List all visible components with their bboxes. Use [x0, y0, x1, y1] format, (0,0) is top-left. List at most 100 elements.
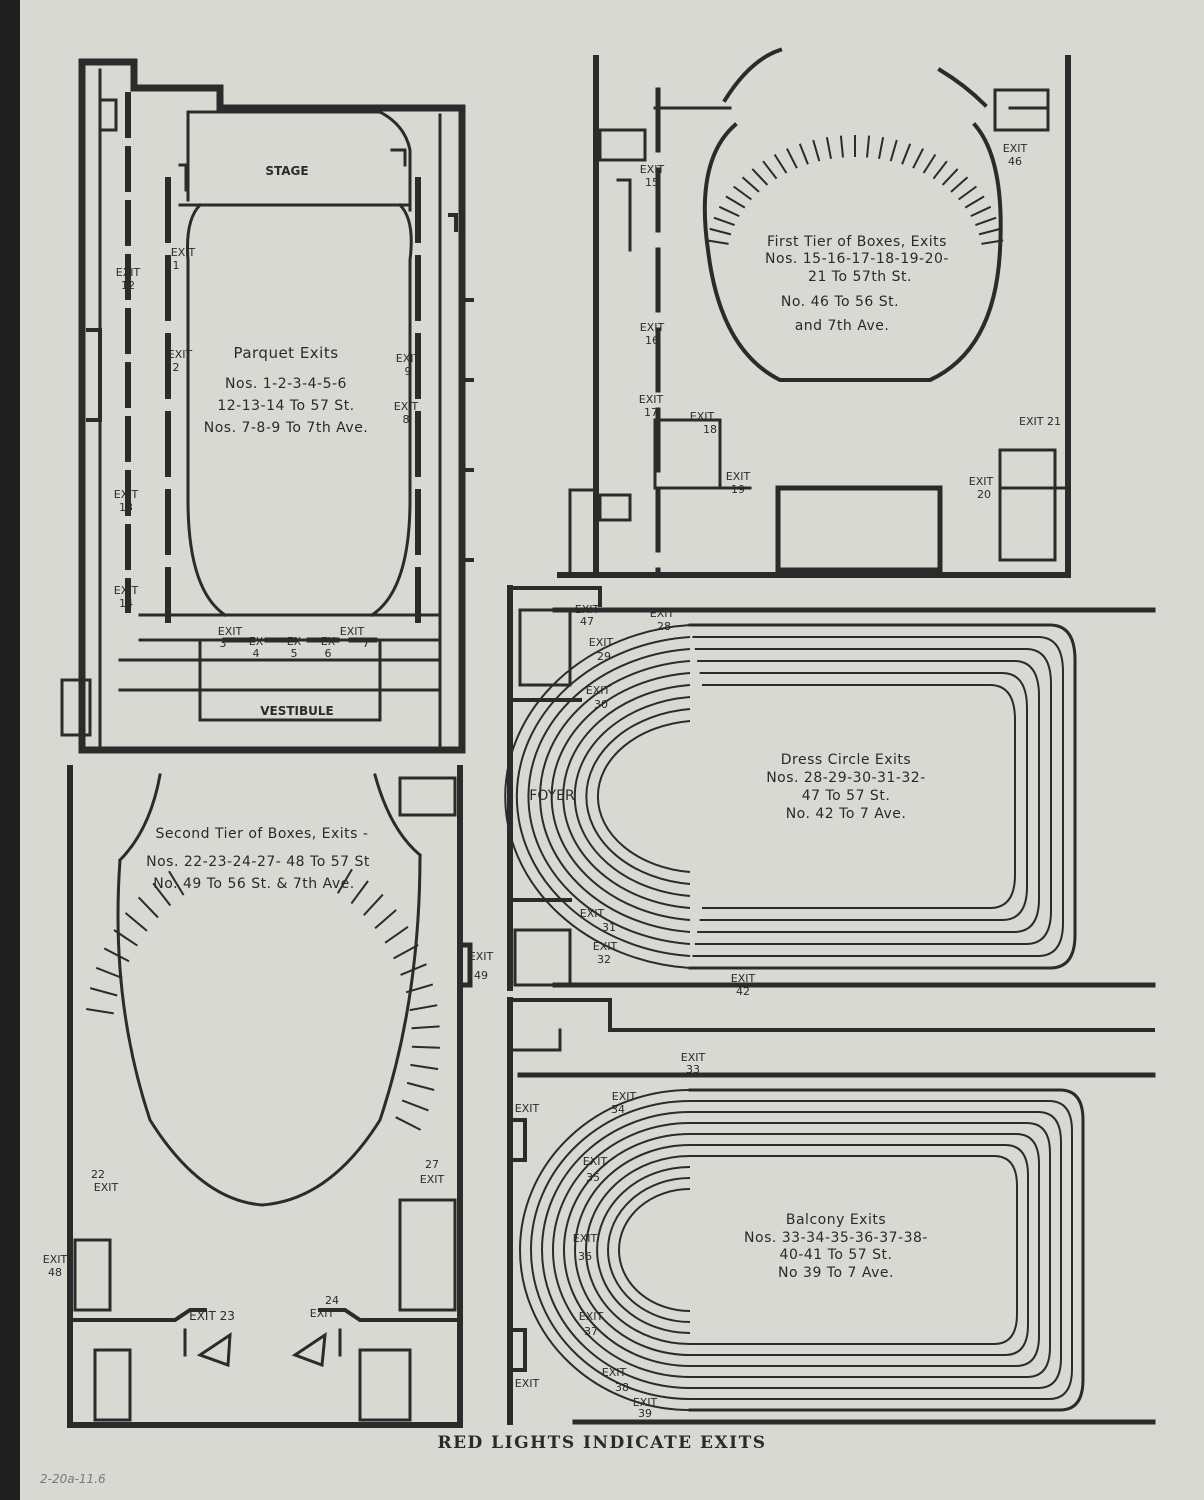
first-tier-box-divider — [964, 195, 985, 209]
balcony-curve-row — [519, 1089, 691, 1411]
balcony-seat-row — [690, 1155, 1018, 1345]
dress-circle-exits-notice: Dress Circle Exits Nos. 28-29-30-31-32- … — [766, 752, 925, 822]
first-tier-box-divider — [878, 137, 885, 159]
first-tier-exits-notice: First Tier of Boxes, Exits Nos. 15-16-17… — [765, 234, 948, 334]
second-tier-box-divider — [152, 882, 172, 907]
first-tier-box-divider — [741, 176, 760, 193]
vestibule-label: VESTIBULE — [260, 704, 334, 718]
first-tier-box-divider — [786, 148, 798, 169]
first-tier-box-divider — [713, 216, 735, 227]
dress-circle-curve-row — [539, 660, 691, 933]
stage-label: STAGE — [265, 164, 308, 178]
first-tier-box-divider — [718, 205, 740, 218]
first-tier-box-divider — [981, 239, 1004, 245]
second-tier-box-divider — [384, 925, 409, 944]
second-tier-exits-notice: Second Tier of Boxes, Exits - Nos. 22-23… — [146, 826, 369, 892]
svg-text:Nos. 7-8-9 To 7th Ave.: Nos. 7-8-9 To 7th Ave. — [204, 420, 369, 436]
second-tier-inner-curve — [116, 854, 422, 1207]
dress-circle-curve-row — [504, 624, 691, 969]
first-tier-box-divider — [839, 135, 844, 158]
dress-circle-curve-row — [596, 720, 691, 873]
svg-text:12-13-14 To 57 St.: 12-13-14 To 57 St. — [217, 398, 354, 414]
svg-text:No 39 To 7 Ave.: No 39 To 7 Ave. — [778, 1265, 894, 1281]
svg-text:Nos. 1-2-3-4-5-6: Nos. 1-2-3-4-5-6 — [225, 376, 347, 392]
dress-circle-seat-row — [697, 660, 1040, 933]
svg-text:Dress Circle Exits: Dress Circle Exits — [781, 752, 911, 768]
first-tier-box-divider — [798, 143, 809, 165]
second-tier-box-divider — [411, 1025, 440, 1030]
second-tier-box-divider — [374, 909, 397, 930]
balcony-curve-row — [574, 1144, 691, 1356]
second-tier-box-divider — [124, 912, 148, 932]
dress-circle-curve-row — [527, 648, 691, 945]
first-tier-box-divider — [773, 153, 788, 174]
second-tier-box-divider — [411, 1045, 440, 1049]
exit-23-label: EXIT 23 — [189, 1309, 235, 1323]
dress-circle-seat-row — [699, 672, 1028, 921]
balcony-seat-row — [690, 1111, 1062, 1389]
dress-circle-seat-row — [694, 648, 1052, 945]
balcony-seat-row — [690, 1144, 1029, 1356]
first-tier-box-divider — [970, 205, 992, 218]
first-tier-box-divider — [932, 160, 948, 180]
balcony-exits-notice: Balcony Exits Nos. 33-34-35-36-37-38- 40… — [744, 1212, 927, 1281]
svg-text:No. 42 To 7 Ave.: No. 42 To 7 Ave. — [786, 806, 907, 822]
first-tier-box-divider — [706, 239, 729, 245]
svg-text:Second Tier of Boxes, Exits -: Second Tier of Boxes, Exits - — [156, 826, 369, 842]
balcony-curve-row — [596, 1166, 691, 1334]
balcony-curve-row — [607, 1177, 691, 1323]
second-tier-box-divider — [393, 944, 419, 960]
svg-text:Balcony Exits: Balcony Exits — [786, 1212, 886, 1228]
second-tier-box-divider — [406, 1081, 435, 1091]
first-tier-box-divider — [978, 227, 1001, 236]
balcony-curve-row — [585, 1155, 691, 1345]
second-tier-plan — [67, 765, 473, 1428]
first-tier-box-divider — [733, 185, 752, 201]
second-tier-box-divider — [409, 1004, 438, 1012]
balcony-curve-row — [530, 1100, 691, 1400]
dress-circle-plan — [507, 585, 1156, 991]
balcony-curve-row — [541, 1111, 691, 1389]
svg-text:No. 49 To 56 St. & 7th Ave.: No. 49 To 56 St. & 7th Ave. — [153, 876, 354, 892]
exit-left-upper-label: EXIT — [515, 1102, 540, 1115]
first-tier-box-divider — [958, 185, 977, 201]
dress-circle-seat-row — [702, 684, 1016, 909]
first-tier-box-divider — [950, 176, 969, 193]
balcony-plan — [507, 997, 1156, 1425]
first-tier-plan — [557, 47, 1071, 578]
balcony-seat-row — [690, 1100, 1073, 1400]
svg-text:21 To 57th St.: 21 To 57th St. — [808, 269, 912, 285]
svg-text:First Tier of Boxes, Exits: First Tier of Boxes, Exits — [767, 234, 947, 250]
second-tier-box-divider — [363, 893, 384, 916]
parquet-exits-notice: Parquet Exits Nos. 1-2-3-4-5-6 12-13-14 … — [204, 344, 369, 436]
foyer-label: FOYER — [529, 788, 575, 804]
second-tier-box-divider — [95, 966, 123, 979]
first-tier-box-divider — [825, 137, 832, 159]
balcony-curve-row — [618, 1188, 691, 1312]
dress-circle-curve-row — [562, 684, 691, 909]
first-tier-box-divider — [941, 168, 959, 186]
